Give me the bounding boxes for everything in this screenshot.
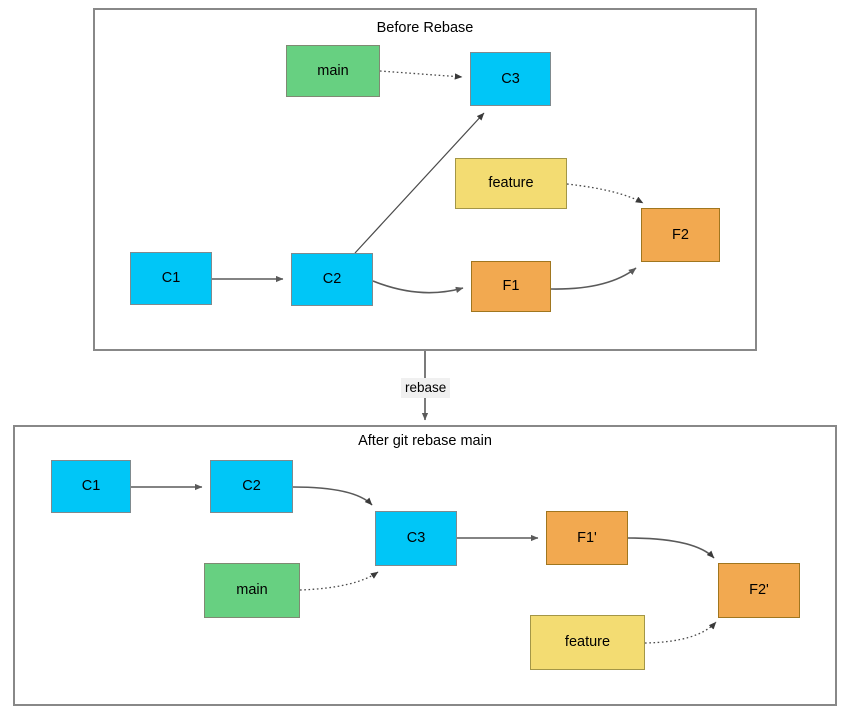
- node-c1-before[interactable]: C1: [130, 252, 212, 305]
- node-label: C1: [81, 478, 101, 495]
- node-c3-after[interactable]: C3: [375, 511, 457, 566]
- node-label: C2: [242, 478, 261, 495]
- panel-before-title: Before Rebase: [376, 20, 474, 36]
- node-label: C3: [406, 530, 426, 547]
- node-feature-after[interactable]: feature: [530, 615, 645, 670]
- node-label: F2: [672, 226, 689, 243]
- node-main-after[interactable]: main: [204, 563, 300, 618]
- node-label: main: [317, 62, 349, 79]
- node-f2-before[interactable]: F2: [641, 208, 720, 262]
- rebase-transition-label: rebase: [401, 378, 451, 399]
- node-label: F1': [577, 529, 597, 546]
- panel-after-rebase: After git rebase main: [13, 425, 837, 706]
- panel-after-title: After git rebase main: [358, 433, 492, 449]
- node-label: feature: [488, 175, 534, 192]
- node-label: main: [236, 582, 268, 599]
- node-f1-prime-after[interactable]: F1': [546, 511, 628, 565]
- node-label: feature: [564, 634, 611, 651]
- node-label: C2: [322, 271, 342, 288]
- node-main-before[interactable]: main: [286, 45, 380, 97]
- node-f1-before[interactable]: F1: [471, 261, 551, 312]
- node-f2-prime-after[interactable]: F2': [718, 563, 800, 618]
- node-label: C1: [161, 270, 181, 287]
- node-c3-before[interactable]: C3: [470, 52, 551, 106]
- node-feature-before[interactable]: feature: [455, 158, 567, 209]
- node-c1-after[interactable]: C1: [51, 460, 131, 513]
- node-label: F2': [749, 582, 769, 599]
- node-c2-before[interactable]: C2: [291, 253, 373, 306]
- node-label: F1: [502, 278, 520, 295]
- node-c2-after[interactable]: C2: [210, 460, 293, 513]
- node-label: C3: [501, 70, 520, 87]
